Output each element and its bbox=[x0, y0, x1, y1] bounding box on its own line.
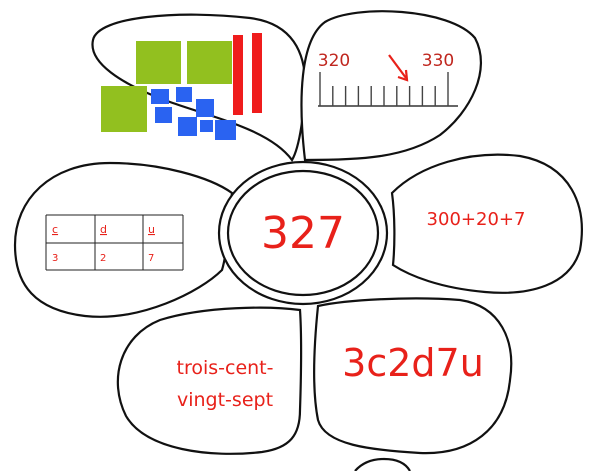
words-line-2: vingt-sept bbox=[177, 389, 273, 411]
number-line-label-right: 330 bbox=[422, 51, 454, 71]
ten-rod bbox=[252, 33, 262, 113]
table-header-hundreds: c bbox=[52, 223, 58, 236]
petal-place-table bbox=[13, 161, 234, 318]
unit-cube bbox=[200, 120, 213, 132]
petal-partial-bottom bbox=[354, 457, 411, 471]
units-notation-text: 3c2d7u bbox=[342, 341, 484, 385]
place-value-table: c d u 3 2 7 bbox=[45, 214, 184, 271]
hundred-block bbox=[101, 86, 147, 132]
base-ten-blocks bbox=[101, 33, 262, 140]
table-header-tens: d bbox=[100, 223, 107, 236]
unit-cube bbox=[215, 120, 236, 140]
petal-decomposition bbox=[390, 153, 583, 294]
number-line-label-left: 320 bbox=[318, 51, 350, 71]
petal-words bbox=[116, 306, 303, 455]
number-line: 320 330 bbox=[318, 51, 458, 107]
unit-cube bbox=[178, 117, 197, 136]
hundred-block bbox=[187, 41, 232, 84]
petal-units-notation bbox=[313, 297, 513, 455]
center-number: 327 bbox=[261, 208, 345, 259]
table-digit-units: 7 bbox=[148, 253, 154, 264]
arrow-icon bbox=[388, 54, 409, 82]
table-digit-tens: 2 bbox=[100, 253, 106, 264]
unit-cube bbox=[155, 107, 172, 123]
unit-cube bbox=[176, 87, 192, 102]
center-ring-inner bbox=[226, 169, 380, 297]
table-digit-hundreds: 3 bbox=[52, 253, 58, 264]
hundred-block bbox=[136, 41, 181, 84]
unit-cube bbox=[196, 99, 214, 117]
petal-number-line bbox=[300, 10, 483, 162]
table-header-units: u bbox=[148, 223, 155, 236]
number-line-ticks bbox=[319, 72, 449, 106]
ten-rod bbox=[233, 35, 243, 115]
decomposition-text: 300+20+7 bbox=[427, 209, 526, 230]
unit-cube bbox=[151, 89, 169, 104]
words-line-1: trois-cent- bbox=[177, 357, 274, 379]
